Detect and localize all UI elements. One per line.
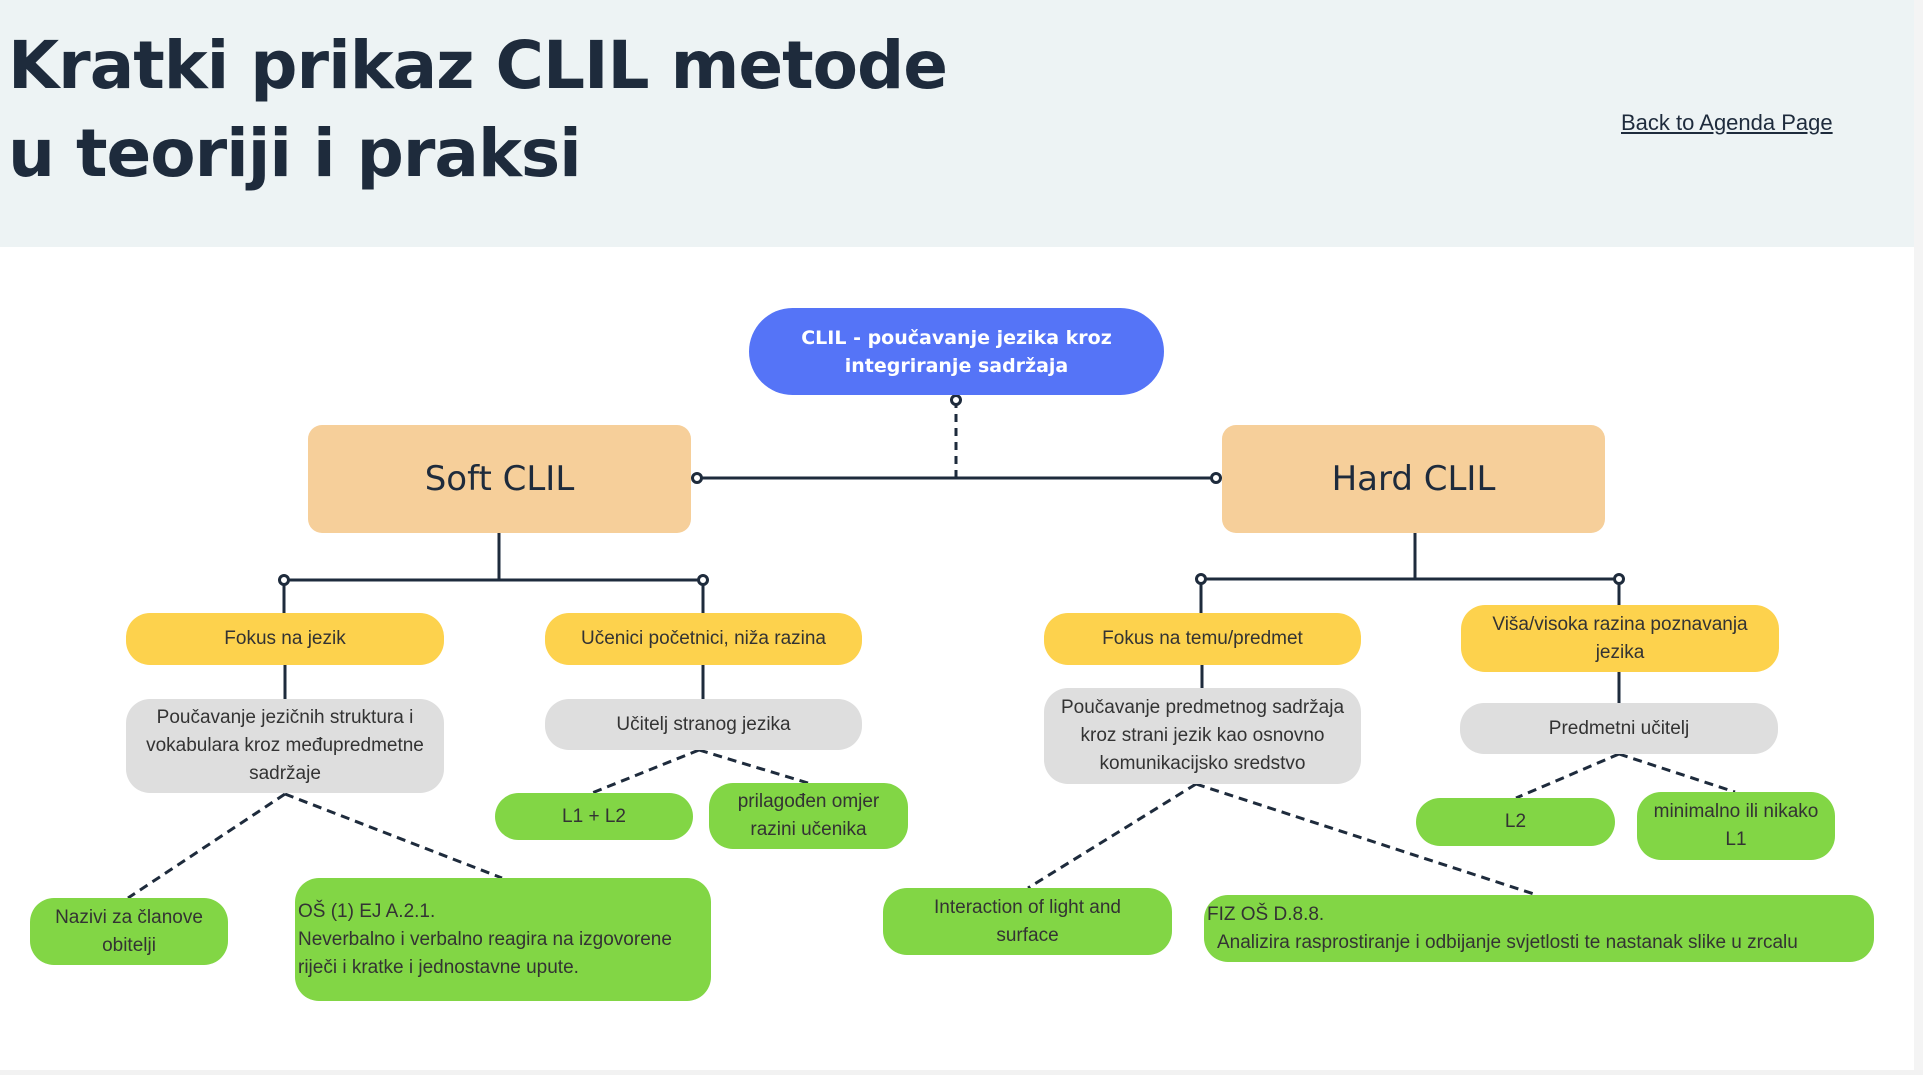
page-header: Kratki prikaz CLIL metode u teoriji i pr…: [0, 0, 1914, 247]
l1-l2-node: L1 + L2: [495, 793, 693, 840]
page-bottom-strip: [0, 1070, 1923, 1075]
dashed-hard-example-left: [1027, 782, 1197, 890]
family-members-example: Nazivi za članove obitelji: [30, 898, 228, 965]
adapted-ratio-node: prilagođen omjer razini učenika: [709, 783, 908, 849]
beginner-learners-node: Učenici početnici, niža razina: [545, 613, 862, 665]
connector-dot: [697, 574, 709, 586]
page-title: Kratki prikaz CLIL metode u teoriji i pr…: [8, 22, 948, 198]
curriculum-example-hard: FIZ OŠ D.8.8. Analizira rasprostiranje i…: [1204, 895, 1874, 962]
light-surface-example: Interaction of light and surface: [883, 888, 1172, 955]
dashed-teacher-right: [698, 748, 809, 785]
curriculum-code-soft: OŠ (1) EJ A.2.1.: [298, 900, 436, 922]
soft-teaching-node: Poučavanje jezičnih struktura i vokabula…: [126, 699, 444, 793]
connector-dot: [950, 394, 962, 406]
curriculum-description-hard: Analizira rasprostiranje i odbijanje svj…: [1217, 931, 1798, 953]
hard-clil-node: Hard CLIL: [1222, 425, 1605, 533]
page-title-line-1: Kratki prikaz CLIL metode: [8, 27, 948, 104]
high-level-node: Viša/visoka razina poznavanja jezika: [1461, 605, 1779, 672]
foreign-language-teacher-node: Učitelj stranog jezika: [545, 699, 862, 750]
subject-teacher-node: Predmetni učitelj: [1460, 703, 1778, 754]
curriculum-example-soft: OŠ (1) EJ A.2.1. Neverbalno i verbalno r…: [295, 878, 711, 1001]
dashed-predmetni-right: [1618, 752, 1736, 794]
focus-language-node: Fokus na jezik: [126, 613, 444, 665]
connector-dot: [1195, 573, 1207, 585]
dashed-soft-example-right: [284, 792, 503, 880]
root-node: CLIL - poučavanje jezika kroz integriran…: [749, 308, 1164, 395]
curriculum-description-soft: Neverbalno i verbalno reagira na izgovor…: [298, 928, 672, 978]
page-title-line-2: u teoriji i praksi: [8, 115, 582, 192]
focus-subject-node: Fokus na temu/predmet: [1044, 613, 1361, 665]
connector-dot: [278, 574, 290, 586]
back-to-agenda-link[interactable]: Back to Agenda Page: [1621, 110, 1833, 135]
curriculum-code-hard: FIZ OŠ D.8.8.: [1207, 903, 1325, 925]
dashed-predmetni-left: [1515, 752, 1620, 800]
page-edge-strip: [1914, 0, 1923, 1075]
dashed-teacher-left: [591, 748, 700, 795]
connector-dot: [691, 472, 703, 484]
connector-dot: [1210, 472, 1222, 484]
minimal-l1-node: minimalno ili nikako L1: [1637, 792, 1835, 860]
l2-node: L2: [1416, 798, 1615, 846]
dashed-soft-example-left: [127, 792, 286, 900]
hard-teaching-node: Poučavanje predmetnog sadržaja kroz stra…: [1044, 688, 1361, 784]
soft-clil-node: Soft CLIL: [308, 425, 691, 533]
connector-dot: [1613, 573, 1625, 585]
